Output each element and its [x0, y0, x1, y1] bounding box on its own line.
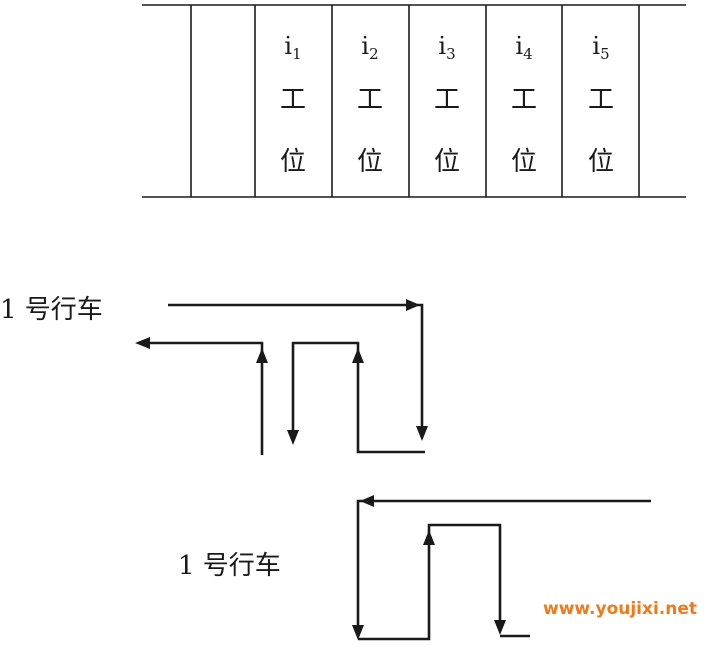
- trolley-label-top: 1 号行车: [0, 295, 103, 325]
- station-var: i: [515, 32, 523, 60]
- arrow-down-icon: [416, 426, 428, 441]
- station-var: i: [361, 32, 369, 60]
- station-char-bottom: 位: [434, 147, 460, 177]
- trolley-path-top: [135, 299, 428, 455]
- station-subscript: 2: [369, 45, 379, 63]
- arrow-down-icon: [494, 620, 506, 635]
- station-label: i1: [284, 32, 301, 63]
- station-label: i2: [361, 32, 378, 63]
- station-var: i: [592, 32, 600, 60]
- station-label: i3: [438, 32, 455, 63]
- station-char-top: 工: [357, 85, 383, 115]
- station-char-bottom: 位: [511, 147, 537, 177]
- watermark-text: www.youjixi.net: [543, 599, 697, 619]
- station-i1: i1 工 位: [280, 32, 306, 177]
- station-char-bottom: 位: [280, 147, 306, 177]
- arrow-down-icon: [287, 430, 299, 445]
- station-separators: [190, 5, 640, 197]
- arrow-up-icon: [352, 348, 364, 363]
- station-label: i4: [515, 32, 532, 63]
- arrow-up-icon: [256, 348, 268, 363]
- path-segment: [291, 341, 425, 454]
- station-char-top: 工: [434, 85, 460, 115]
- path-segment: [356, 499, 651, 625]
- station-subscript: 1: [292, 45, 302, 63]
- trolley-label-bottom: 1 号行车: [178, 551, 281, 581]
- station-subscript: 3: [446, 45, 456, 63]
- path-segment: [148, 341, 264, 455]
- station-i5: i5 工 位: [588, 32, 614, 177]
- arrow-right-icon: [406, 299, 420, 311]
- station-var: i: [284, 32, 292, 60]
- station-var: i: [438, 32, 446, 60]
- station-subscript: 5: [600, 45, 610, 63]
- station-i2: i2 工 位: [357, 32, 383, 177]
- path-segment: [358, 523, 502, 641]
- station-char-top: 工: [280, 85, 306, 115]
- arrow-up-icon: [423, 530, 435, 545]
- trolley-path-bottom: [352, 495, 651, 641]
- station-char-bottom: 位: [588, 147, 614, 177]
- path-segment: [168, 303, 424, 428]
- station-label: i5: [592, 32, 609, 63]
- station-i4: i4 工 位: [511, 32, 537, 177]
- station-char-bottom: 位: [357, 147, 383, 177]
- arrow-down-icon: [352, 625, 364, 640]
- station-subscript: 4: [523, 45, 533, 63]
- arrow-left-icon: [360, 495, 374, 507]
- station-char-top: 工: [588, 85, 614, 115]
- arrow-left-icon: [135, 337, 150, 349]
- station-i3: i3 工 位: [434, 32, 460, 177]
- station-char-top: 工: [511, 85, 537, 115]
